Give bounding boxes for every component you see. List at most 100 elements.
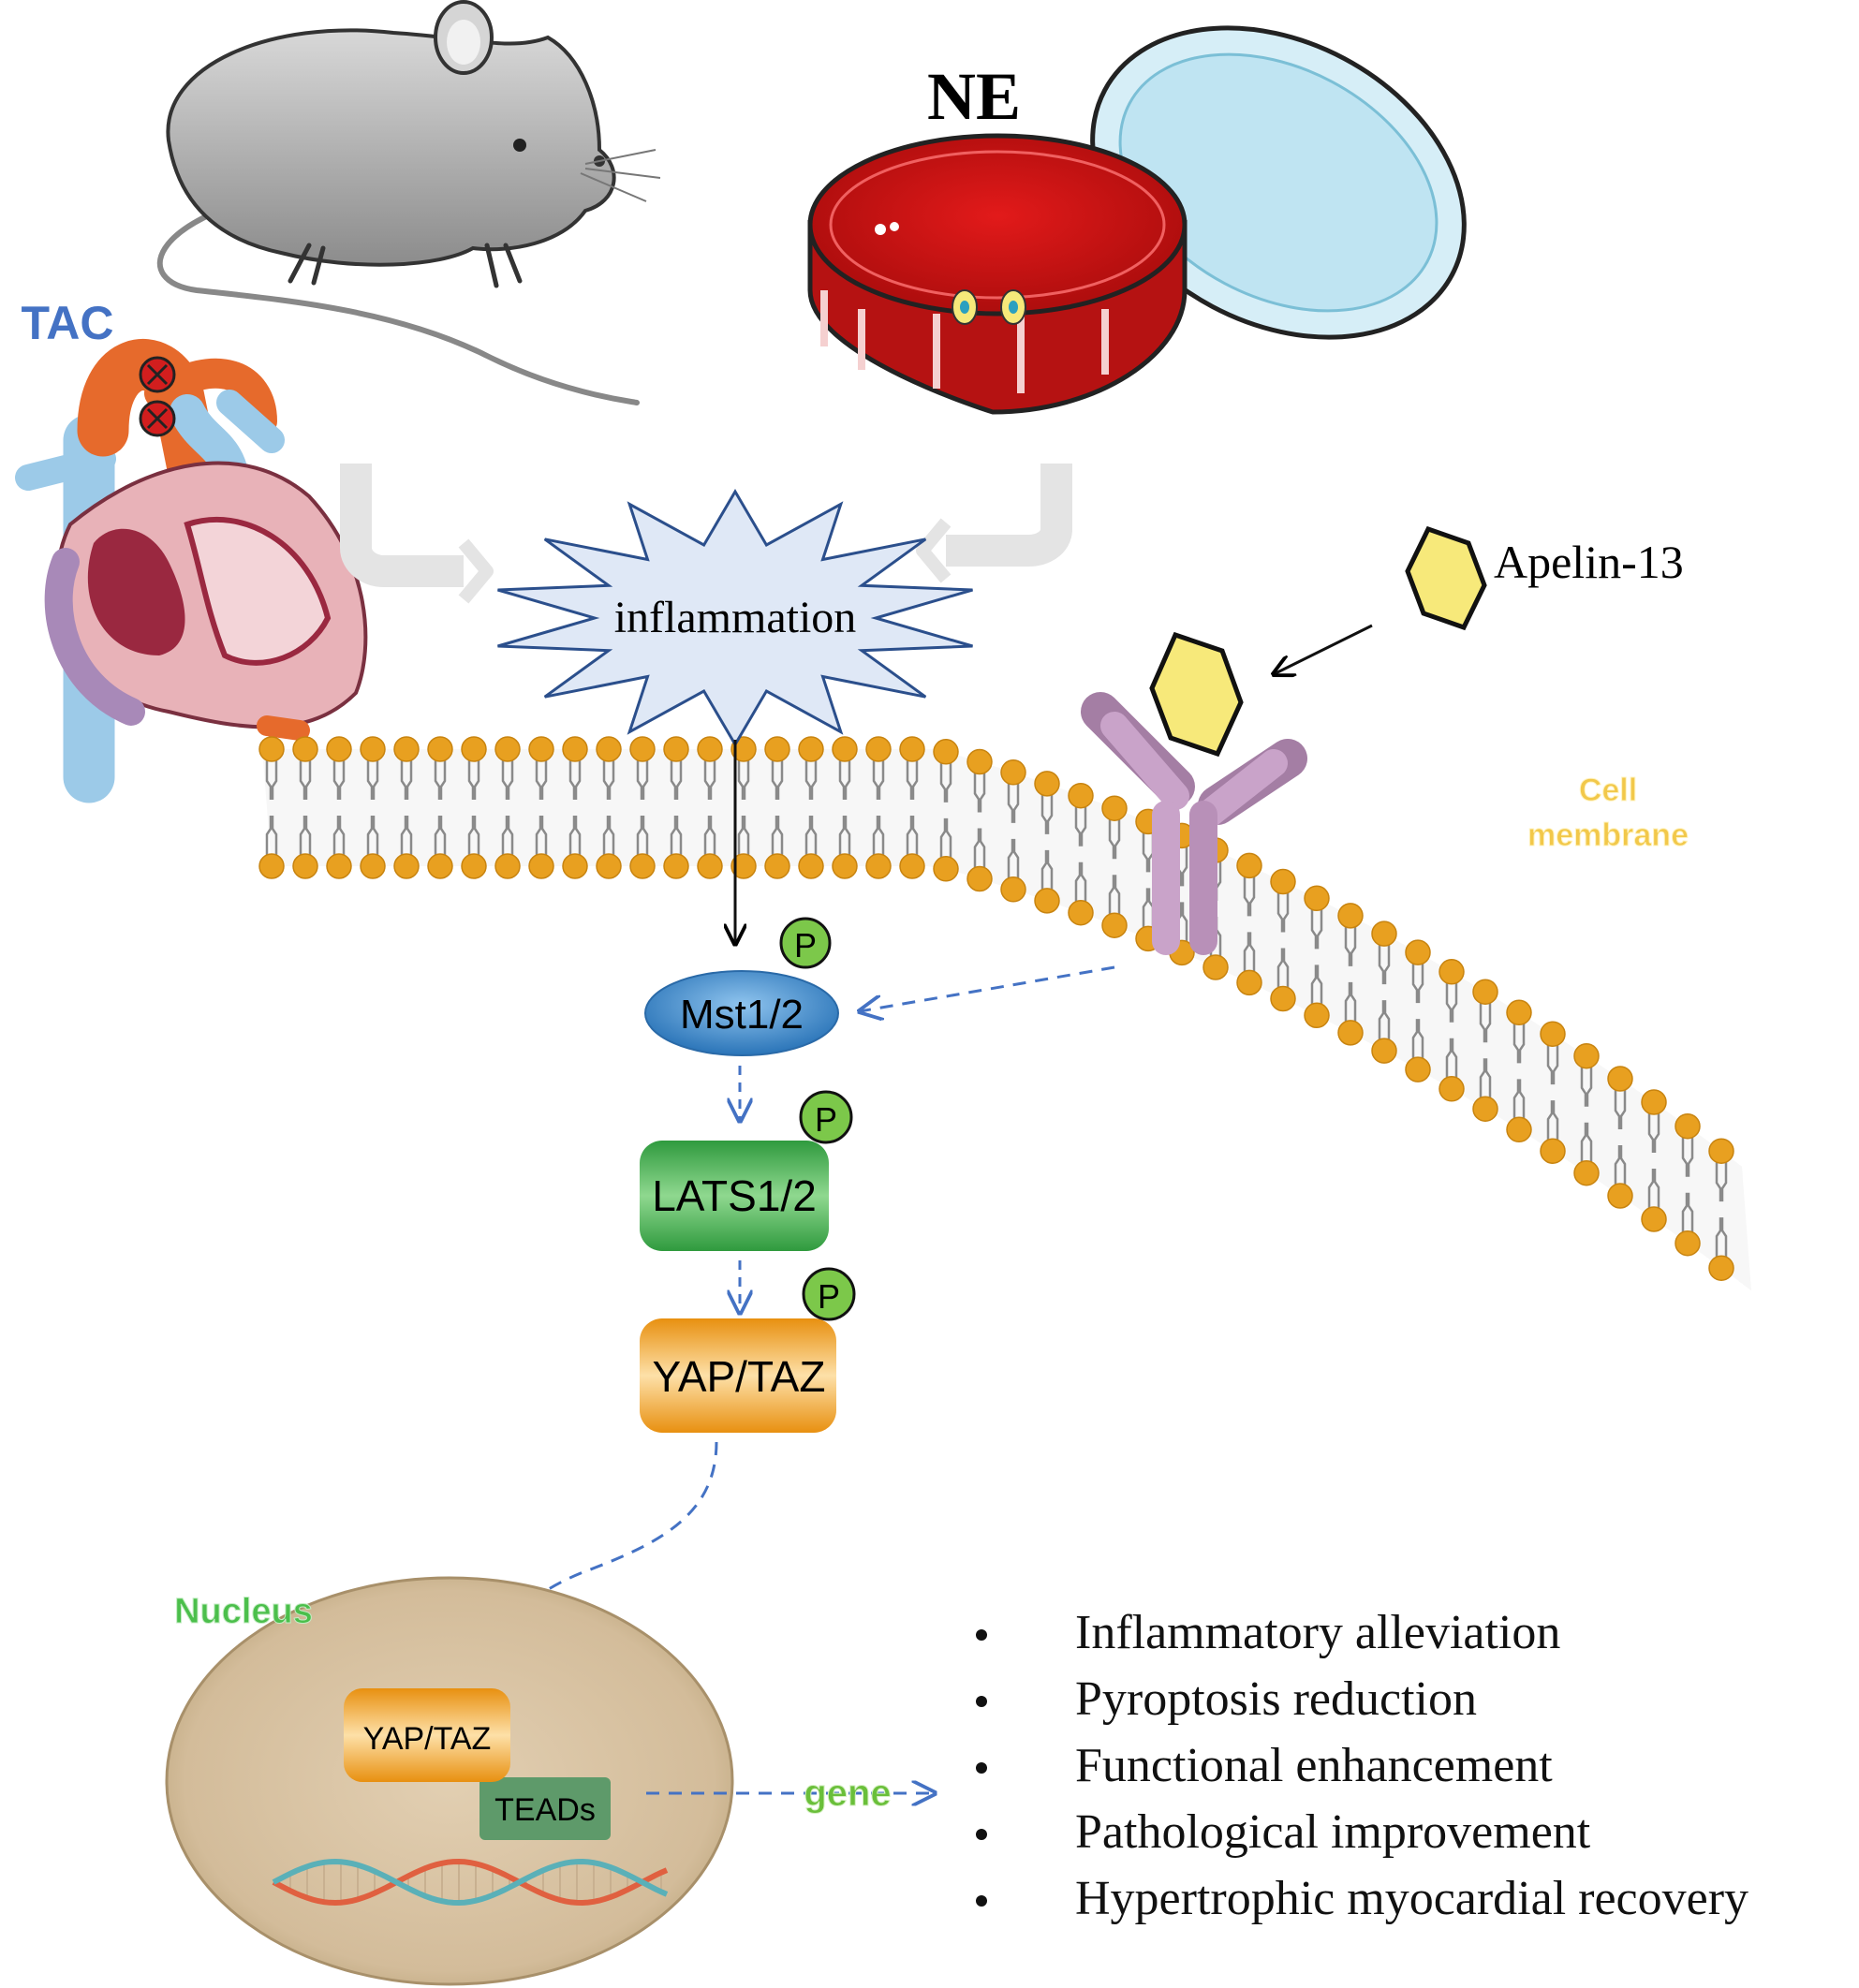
lipid-tail <box>771 760 784 855</box>
lipid-tail <box>1580 1067 1593 1162</box>
lipid-head-outer <box>596 736 622 762</box>
outcome-item: Inflammatory alleviation <box>976 1606 1560 1659</box>
dna-strand-teal <box>272 1858 669 1907</box>
cell-membrane <box>258 736 1751 1291</box>
lipid-head-inner <box>393 853 420 879</box>
lipid-head-inner <box>326 853 352 879</box>
receptor-to-mst-arrow <box>860 965 1115 1011</box>
lipid-head-outer <box>1337 903 1364 929</box>
nuclear-yap-taz-node <box>344 1688 510 1782</box>
lipid-tail <box>872 760 885 855</box>
lipid-tail <box>1411 964 1424 1059</box>
lipid-head-inner <box>1607 1183 1633 1209</box>
lipid-tail <box>804 760 818 855</box>
outcome-item: Hypertrophic myocardial recovery <box>976 1872 1748 1925</box>
mst-phospho-label: P <box>794 926 817 965</box>
cell-membrane-label-line1: Cell <box>1579 773 1637 808</box>
lipid-head-outer <box>629 736 656 762</box>
lipid-head-outer <box>1371 920 1397 947</box>
lipid-tail <box>1142 832 1155 928</box>
outcome-text: Pyroptosis reduction <box>1075 1672 1477 1726</box>
lipid-tail <box>332 760 346 855</box>
lipid-head-inner <box>258 853 285 879</box>
tac-label: TAC <box>21 297 113 349</box>
outcome-bullet <box>976 1696 987 1707</box>
lipid-tail <box>602 760 615 855</box>
lipid-head-outer <box>461 736 487 762</box>
lipid-head-inner <box>697 853 723 879</box>
lipid-head-outer <box>832 736 858 762</box>
lipid-head-outer <box>1472 979 1498 1005</box>
lipid-tail <box>1276 892 1290 988</box>
lipid-head-outer <box>1607 1066 1633 1092</box>
lipid-tail <box>1479 1003 1492 1098</box>
yap-taz-label: YAP/TAZ <box>653 1352 826 1401</box>
lipid-head-outer <box>326 736 352 762</box>
mouse-illustration <box>156 0 661 405</box>
lipid-head-inner <box>1337 1020 1364 1046</box>
lipid-head-outer <box>1506 999 1532 1026</box>
dna-strand-red <box>272 1858 669 1907</box>
lipid-head-inner <box>596 853 622 879</box>
mst-phospho-badge: P <box>779 917 832 969</box>
lipid-tail <box>366 760 379 855</box>
lipid-head-inner <box>1371 1038 1397 1064</box>
lipid-head-outer <box>764 736 790 762</box>
lipid-head-outer <box>1641 1089 1667 1115</box>
lipid-head-inner <box>1236 969 1262 996</box>
outcome-bullet <box>976 1829 987 1840</box>
nuclear-yap-taz-label: YAP/TAZ <box>363 1721 492 1757</box>
lipid-head-inner <box>494 853 521 879</box>
lipid-head-inner <box>663 853 689 879</box>
lipid-head-outer <box>798 736 824 762</box>
dna-helix <box>272 1858 669 1907</box>
lipid-head-inner <box>1000 876 1026 903</box>
lipid-tail <box>670 760 683 855</box>
outcome-item: Functional enhancement <box>976 1739 1553 1792</box>
lipid-head-outer <box>865 736 892 762</box>
lipid-head-outer <box>899 736 925 762</box>
lipid-head-inner <box>1034 888 1060 914</box>
lipid-head-inner <box>629 853 656 879</box>
lipid-head-outer <box>966 748 993 775</box>
lipid-head-outer <box>1101 795 1128 821</box>
outcome-bullet <box>976 1629 987 1641</box>
lipid-head-outer <box>528 736 554 762</box>
lipid-tail <box>467 760 480 855</box>
inflammation-label: inflammation <box>614 593 857 642</box>
lats-label: LATS1/2 <box>652 1171 817 1220</box>
lipid-head-inner <box>730 853 757 879</box>
outcome-bullet <box>976 1762 987 1774</box>
lipid-tail <box>568 760 582 855</box>
lipid-head-outer <box>1034 771 1060 797</box>
lipid-tail <box>906 760 919 855</box>
lipid-head-inner <box>832 853 858 879</box>
lipid-tail <box>400 760 413 855</box>
lipid-tail <box>838 760 851 855</box>
lipid-head-inner <box>528 853 554 879</box>
lipid-head-outer <box>1270 868 1296 895</box>
lipid-head-inner <box>1472 1096 1498 1122</box>
outcome-text: Hypertrophic myocardial recovery <box>1075 1872 1748 1925</box>
lipid-head-outer <box>258 736 285 762</box>
lipid-head-inner <box>1641 1206 1667 1232</box>
cell-membrane-label: Cell membrane <box>1527 773 1689 854</box>
lipid-head-outer <box>427 736 453 762</box>
lipid-tail <box>1647 1113 1660 1209</box>
lipid-tail <box>1715 1162 1728 1258</box>
lipid-head-outer <box>1304 885 1330 912</box>
lipid-tail <box>1445 982 1458 1078</box>
lipid-head-inner <box>562 853 588 879</box>
lipid-tail <box>1614 1090 1627 1185</box>
lipid-tail <box>636 760 649 855</box>
lats-node <box>640 1141 829 1251</box>
lipid-head-outer <box>1000 759 1026 786</box>
lipid-tail <box>1546 1045 1559 1141</box>
apelin-binding-arrow <box>1274 624 1373 674</box>
lipid-head-outer <box>1439 959 1465 985</box>
lipid-tail <box>299 760 312 855</box>
lipid-tail <box>973 773 986 868</box>
mst-label: Mst1/2 <box>680 992 804 1038</box>
lipid-head-outer <box>1675 1112 1701 1140</box>
lipid-head-inner <box>1101 912 1128 938</box>
